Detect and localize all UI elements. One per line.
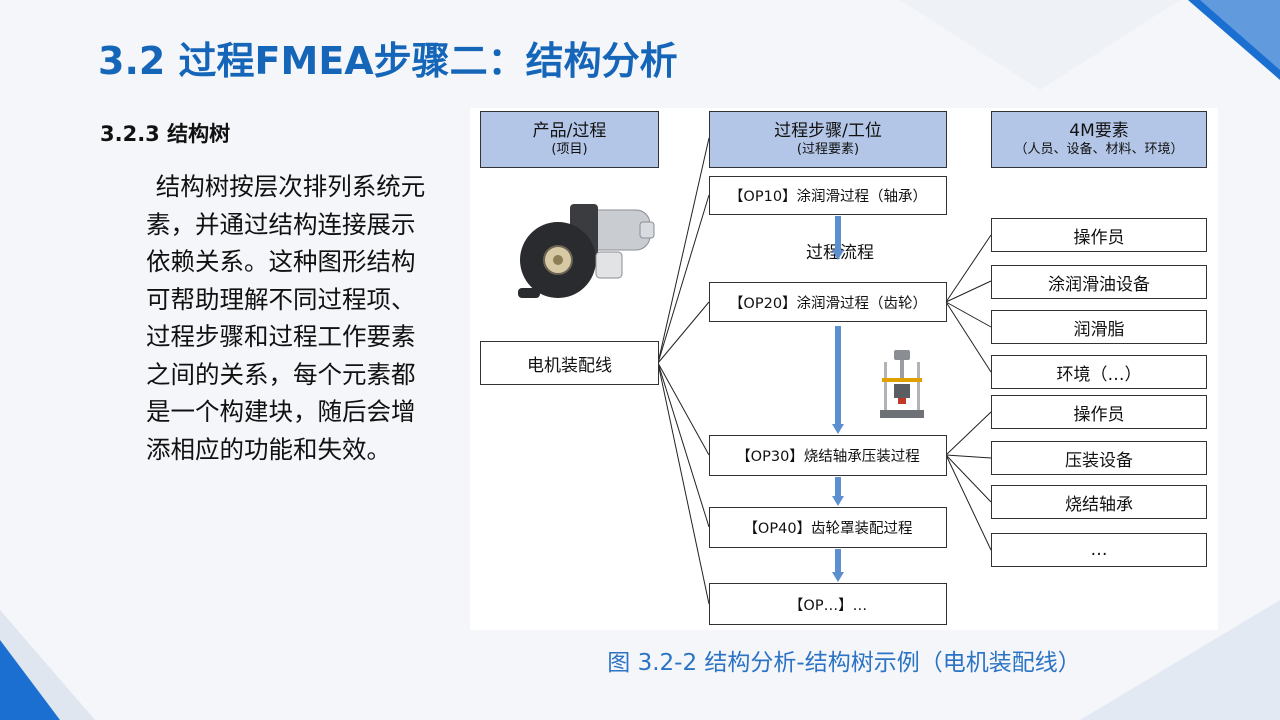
link-root-op20 <box>657 301 710 364</box>
top-right-blue-triangle <box>1188 0 1280 80</box>
body-paragraph: 结构树按层次排列系统元素，并通过结构连接展示依赖关系。这种图形结构可帮助理解不同… <box>146 172 426 464</box>
header-4m-elements: 4M要素 （人员、设备、材料、环境） <box>991 111 1207 168</box>
tree-connector-lines <box>657 137 992 605</box>
figure-caption: 图 3.2-2 结构分析-结构树示例（电机装配线） <box>607 650 1081 676</box>
link-root-op10 <box>657 194 710 364</box>
link-op20-e1 <box>945 234 992 303</box>
step-op40: 【OP40】齿轮罩装配过程 <box>709 507 947 548</box>
top-light-shape <box>900 0 1180 90</box>
op20-element-operator: 操作员 <box>991 218 1207 252</box>
link-root-op30 <box>657 362 710 456</box>
link-op30-e2 <box>945 454 992 459</box>
bottom-left-blue-triangle <box>0 640 60 720</box>
slide-title: 3.2 过程FMEA步骤二：结构分析 <box>98 39 678 83</box>
link-op20-e3 <box>945 301 992 328</box>
flow-arrow-3 <box>832 477 844 506</box>
op30-element-sintered-bearing: 烧结轴承 <box>991 485 1207 519</box>
bottom-right-light-shape <box>1080 600 1280 720</box>
op20-element-lube-equipment: 涂润滑油设备 <box>991 265 1207 299</box>
press-machine-icon <box>880 350 924 418</box>
section-subtitle: 3.2.3 结构树 <box>100 122 231 146</box>
op20-element-grease: 润滑脂 <box>991 310 1207 344</box>
header-process-step: 过程步骤/工位 (过程要素) <box>709 111 947 168</box>
motor-photo-icon <box>518 204 655 298</box>
link-root-opx <box>657 362 710 605</box>
link-root-op40 <box>657 362 710 528</box>
flow-arrow-4 <box>832 549 844 582</box>
structure-tree-figure: 产品/过程 (项目) 过程步骤/工位 (过程要素) 4M要素 （人员、设备、材料… <box>470 108 1218 630</box>
step-op30: 【OP30】烧结轴承压装过程 <box>709 435 947 476</box>
link-op30-e3 <box>945 454 992 503</box>
header-product-process: 产品/过程 (项目) <box>480 111 659 168</box>
top-right-sheen <box>1200 0 1280 70</box>
op20-element-environment: 环境（…） <box>991 355 1207 389</box>
op30-element-press-equipment: 压装设备 <box>991 441 1207 475</box>
flow-arrow-2 <box>832 326 844 434</box>
step-op10: 【OP10】涂润滑过程（轴承） <box>709 176 947 215</box>
link-op30-e4 <box>945 454 992 551</box>
link-op30-e1 <box>945 411 992 456</box>
step-op20: 【OP20】涂润滑过程（齿轮） <box>709 282 947 322</box>
step-opx: 【OP…】… <box>709 583 947 625</box>
link-op20-e2 <box>945 280 992 303</box>
root-node: 电机装配线 <box>480 341 659 385</box>
op30-element-more: … <box>991 533 1207 567</box>
link-op20-e4 <box>945 301 992 373</box>
link-root-header <box>657 137 710 364</box>
flow-arrow-1 <box>832 216 844 260</box>
op30-element-operator: 操作员 <box>991 395 1207 429</box>
